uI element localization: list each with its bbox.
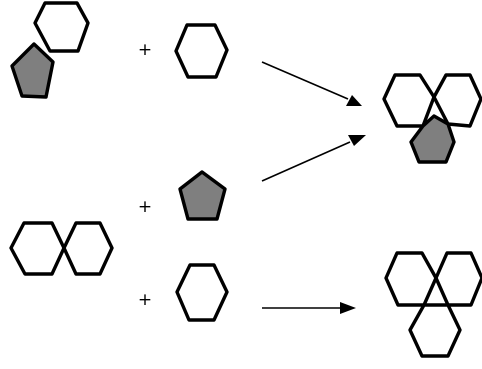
reactant-hexagon-pentagon <box>10 1 90 99</box>
product1-pentagon <box>409 114 456 164</box>
fused-pentagon <box>10 42 55 99</box>
arrow-bottom <box>262 302 356 314</box>
naphthalene-left-ring <box>9 221 66 276</box>
product-three-hexagons <box>384 251 482 358</box>
reactant-hexagon-bottom <box>175 263 229 322</box>
product1-left-hexagon <box>382 73 436 128</box>
reactant-pentagon <box>178 170 227 221</box>
naphthalene-right-ring <box>62 221 114 276</box>
product2-bottom-hexagon <box>408 303 462 358</box>
reactant-hexagon-top <box>174 23 229 79</box>
product2-left-hexagon <box>384 251 438 307</box>
fused-hexagon <box>33 1 90 53</box>
arrow-middle <box>261 135 366 182</box>
plus-sign-2: + <box>138 197 152 217</box>
plus-sign-3: + <box>138 290 152 310</box>
plus-sign-1: + <box>138 40 152 60</box>
arrow-top <box>261 61 362 106</box>
reactant-two-hexagons <box>9 221 114 276</box>
product2-right-hexagon <box>434 251 482 307</box>
product-hexagons-pentagon <box>382 73 482 164</box>
